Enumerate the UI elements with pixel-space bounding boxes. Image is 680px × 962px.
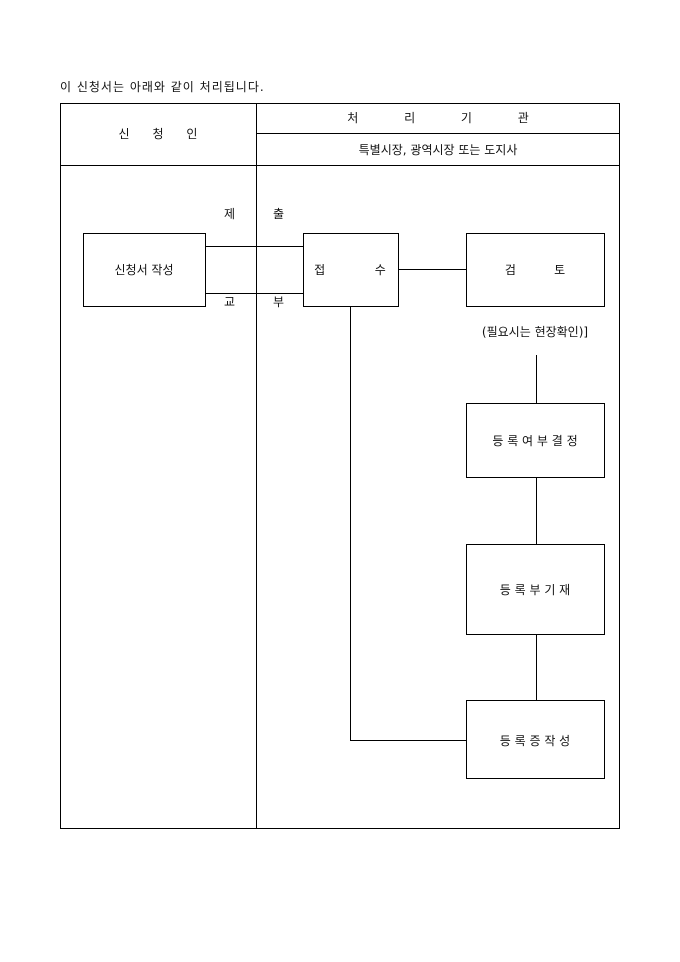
box-register-shape [466,544,605,635]
submit-label-1: 제 [224,207,236,221]
box-write-label: 신청서 작성 [114,263,174,277]
box-certificate-shape [466,700,605,779]
box-review-shape [466,233,605,307]
box-receive-label: 접 수 [314,263,386,277]
box-write-shape [83,233,206,307]
intro-text: 이 신청서는 아래와 같이 처리됩니다. [60,80,265,94]
submit-label-2: 출 [273,207,285,221]
deliver-label-2: 부 [273,295,285,309]
receive-certificate-line [350,306,466,741]
box-decide-label: 등 록 여 부 결 정 [492,434,578,448]
deliver-label-1: 교 [224,295,236,309]
box-decide-shape [466,403,605,478]
header-processor: 처 리 기 관 [347,111,529,125]
box-register-label: 등 록 부 기 재 [499,583,571,597]
header-authority: 특별시장, 광역시장 또는 도지사 [358,143,518,157]
box-review-label: 검 토 [504,263,566,277]
table-border [60,103,620,829]
header-applicant: 신 청 인 [118,127,198,141]
box-certificate-label: 등 록 증 작 성 [499,734,571,748]
review-note: (필요시는 현장확인)] [481,325,589,339]
